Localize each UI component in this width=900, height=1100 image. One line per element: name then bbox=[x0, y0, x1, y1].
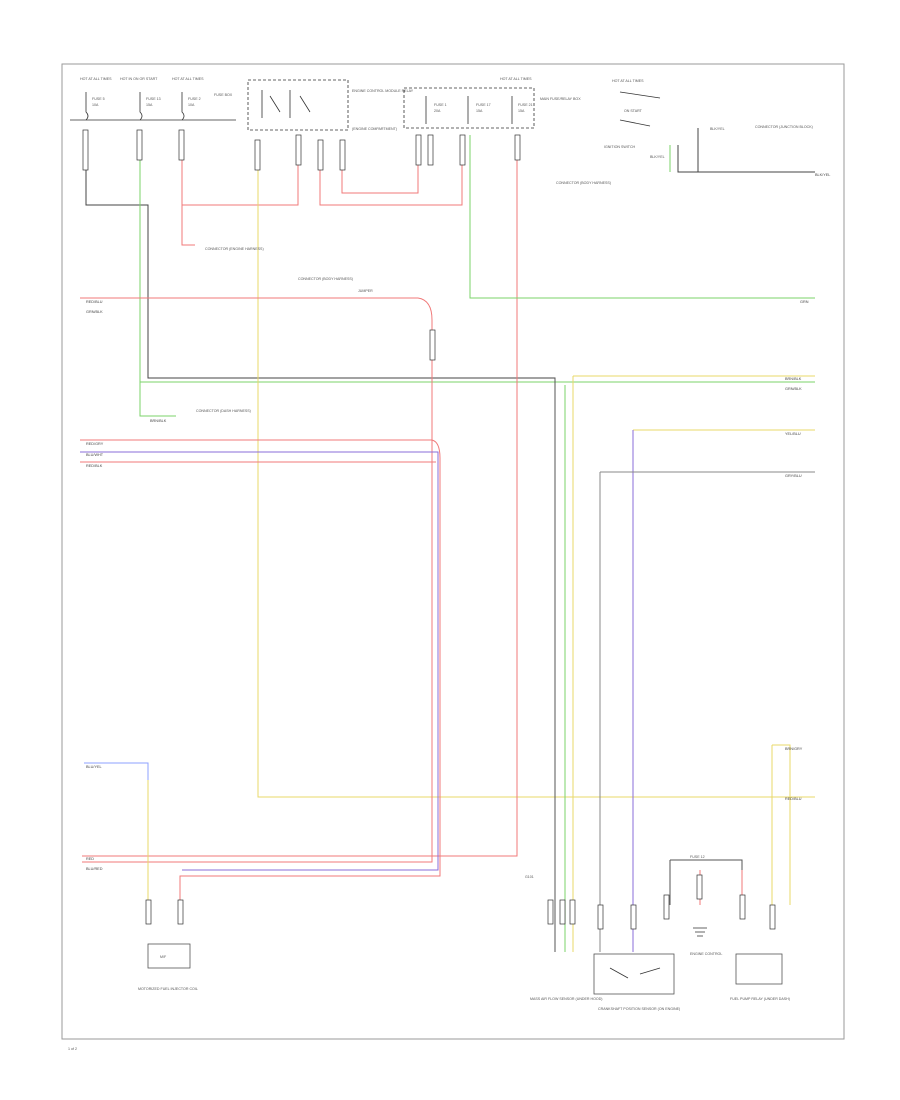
fuse3-amp: 10A bbox=[188, 103, 195, 107]
left-label-l3a: RED/GRY bbox=[86, 442, 104, 446]
fuse-symbols-main bbox=[425, 96, 513, 124]
terminal-pins bbox=[82, 129, 776, 930]
fuse2-amp: 15A bbox=[146, 103, 153, 107]
component-fuel-injector: M/F MOTORIZED FUEL INJECTOR COIL bbox=[138, 943, 198, 991]
fuse1-name: FUSE 5 bbox=[92, 97, 105, 101]
connector-c1: CONNECTOR (ENGINE HARNESS) bbox=[205, 247, 264, 251]
comp5-top: FUSE 12 bbox=[690, 855, 705, 859]
fuse1-title: HOT AT ALL TIMES bbox=[80, 77, 112, 81]
right-label-r3: YEL/BLU bbox=[785, 432, 801, 436]
comp4-name: ENGINE CONTROL bbox=[690, 952, 722, 956]
ecm-relay-box: ENGINE CONTROL MODULE RELAY (ENGINE COMP… bbox=[247, 79, 414, 131]
comp3-name: CRANKSHAFT POSITION SENSOR (ON ENGINE) bbox=[598, 1007, 680, 1011]
right-label-r1: GRN bbox=[800, 300, 809, 304]
left-label-l5b: BLU/RED bbox=[86, 867, 103, 871]
right-label-r4: GRY/BLU bbox=[785, 474, 802, 478]
fuse-box-label: FUSE BOX bbox=[214, 93, 233, 97]
wires bbox=[80, 128, 815, 952]
left-label-l3c: RED/BLK bbox=[86, 464, 103, 468]
ignition-switch: HOT AT ALL TIMES ON START IGNITION SWITC… bbox=[604, 79, 813, 159]
left-label-l1: RED/BLU bbox=[86, 300, 103, 304]
connector-c4: CONNECTOR (BODY HARNESS) bbox=[556, 181, 611, 185]
component-fuel-pump-relay: FUSE 12 FUEL PUMP RELAY (UNDER DASH) bbox=[690, 855, 790, 1001]
fuse4-title: HOT AT ALL TIMES bbox=[500, 77, 532, 81]
page-id: 1 of 2 bbox=[68, 1047, 77, 1051]
comp1-box-text: M/F bbox=[160, 955, 167, 959]
left-label-l1b: GRN/BLK bbox=[86, 310, 103, 314]
comp2-name: MASS AIR FLOW SENSOR (UNDER HOOD) bbox=[530, 997, 602, 1001]
crank-switch-symbol bbox=[609, 967, 661, 979]
left-label-l3b: BLU/WHT bbox=[86, 453, 104, 457]
fuse3-title: HOT AT ALL TIMES bbox=[172, 77, 204, 81]
ignition-mid: ON START bbox=[624, 109, 643, 113]
fuse3-symbol bbox=[181, 92, 185, 121]
fuse1-symbol bbox=[85, 92, 89, 121]
connector-c3: CONNECTOR (DASH HARNESS) bbox=[196, 409, 251, 413]
component-maf-sensor: G101 MASS AIR FLOW SENSOR (UNDER HOOD) bbox=[525, 875, 602, 1001]
comp5-name: FUEL PUMP RELAY (UNDER DASH) bbox=[730, 997, 790, 1001]
left-label-l4: BLU/YEL bbox=[86, 765, 102, 769]
right-labels: BLK/YEL GRN BRN/BLK GRN/BLK YEL/BLU GRY/… bbox=[785, 173, 830, 801]
ground-symbol bbox=[693, 927, 707, 937]
fuse6-amp: 15A bbox=[518, 109, 525, 113]
fuse1-amp: 10A bbox=[92, 103, 99, 107]
left-label-l5a: RED bbox=[86, 857, 94, 861]
main-relay-label: MAIN FUSE/RELAY BOX bbox=[540, 97, 581, 101]
fuse3-name: FUSE 2 bbox=[188, 97, 201, 101]
main-fuse-relay-box: HOT AT ALL TIMES FUSE 1 20A FUSE 17 15A … bbox=[403, 77, 581, 129]
ignition-connector: CONNECTOR (JUNCTION BLOCK) bbox=[755, 125, 813, 129]
fuse5-name: FUSE 17 bbox=[476, 103, 491, 107]
ignition-contacts bbox=[619, 91, 661, 127]
component-engine-control-ground: ENGINE CONTROL bbox=[690, 927, 722, 956]
comp2-tag: G101 bbox=[525, 875, 534, 879]
connector-callouts: CONNECTOR (ENGINE HARNESS) CONNECTOR (BO… bbox=[196, 181, 611, 413]
fuse6-name: FUSE 21 bbox=[518, 103, 533, 107]
right-label-r2b: GRN/BLK bbox=[785, 387, 802, 391]
right-label-r0: BLK/YEL bbox=[815, 173, 830, 177]
ignition-wire-label: BLK/YEL bbox=[650, 155, 665, 159]
ignition-title: HOT AT ALL TIMES bbox=[612, 79, 644, 83]
ignition-mid-label: BLK/YEL bbox=[710, 127, 725, 131]
fuse-block-left: HOT AT ALL TIMES FUSE 5 10A HOT IN ON OR… bbox=[70, 77, 236, 121]
left-labels: RED/BLU GRN/BLK BRN/BLK RED/GRY BLU/WHT … bbox=[86, 300, 167, 871]
fuse2-title: HOT IN ON OR START bbox=[120, 77, 158, 81]
relay-box-sub: (ENGINE COMPARTMENT) bbox=[352, 127, 397, 131]
right-label-r5: BRN/GRY bbox=[785, 747, 803, 751]
fuse2-name: FUSE 13 bbox=[146, 97, 161, 101]
right-label-r2a: BRN/BLK bbox=[785, 377, 802, 381]
left-label-l2: BRN/BLK bbox=[150, 419, 167, 423]
diagram-frame bbox=[61, 63, 845, 1040]
ignition-switch-label: IGNITION SWITCH bbox=[604, 145, 636, 149]
right-label-r6: RED/BLU bbox=[785, 797, 802, 801]
comp1-name: MOTORIZED FUEL INJECTOR COIL bbox=[138, 987, 198, 991]
relay-contacts bbox=[261, 90, 311, 118]
component-crank-sensor: CRANKSHAFT POSITION SENSOR (ON ENGINE) bbox=[593, 953, 680, 1011]
fuse4-amp: 20A bbox=[434, 109, 441, 113]
relay-box-title: ENGINE CONTROL MODULE RELAY bbox=[352, 89, 414, 93]
jumper-label: JUMPER bbox=[358, 289, 373, 293]
fuse5-amp: 15A bbox=[476, 109, 483, 113]
connector-c2: CONNECTOR (BODY HARNESS) bbox=[298, 277, 353, 281]
fuse4-name: FUSE 1 bbox=[434, 103, 447, 107]
fuse2-symbol bbox=[139, 92, 143, 121]
